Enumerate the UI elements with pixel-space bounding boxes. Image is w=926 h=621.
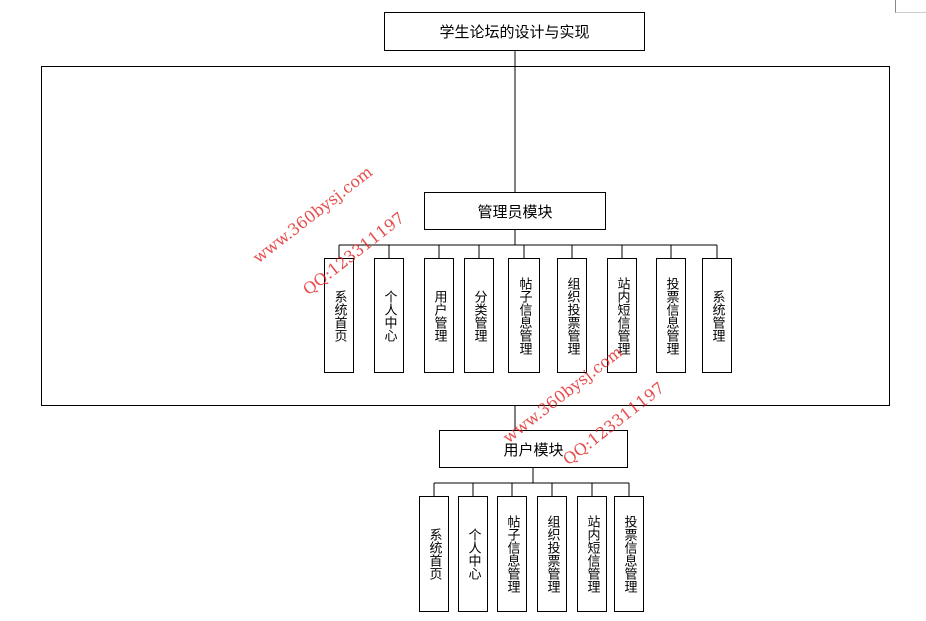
user-child-label: 帖子信息管理	[504, 515, 520, 593]
user-child-label: 投票信息管理	[621, 515, 637, 593]
user-child-label: 系统首页	[426, 528, 442, 580]
admin-child-5: 帖子信息管理	[508, 258, 540, 373]
admin-child-label: 投票信息管理	[663, 276, 679, 355]
admin-frame	[41, 66, 890, 406]
admin-child-label: 帖子信息管理	[516, 276, 532, 355]
admin-child-6: 组织投票管理	[557, 258, 587, 373]
user-child-2: 个人中心	[458, 496, 488, 612]
user-child-6: 投票信息管理	[614, 496, 644, 612]
admin-child-3: 用户管理	[424, 258, 454, 373]
user-child-5: 站内短信管理	[577, 496, 607, 612]
user-child-label: 站内短信管理	[584, 515, 600, 593]
admin-child-label: 站内短信管理	[614, 276, 630, 355]
admin-child-4: 分类管理	[464, 258, 494, 373]
admin-child-1: 系统首页	[324, 258, 354, 373]
window-corner	[895, 0, 926, 13]
admin-child-label: 分类管理	[471, 289, 487, 342]
root-node: 学生论坛的设计与实现	[384, 12, 645, 51]
root-label: 学生论坛的设计与实现	[439, 23, 590, 41]
admin-child-label: 系统管理	[709, 289, 725, 342]
user-child-1: 系统首页	[419, 496, 449, 612]
admin-child-2: 个人中心	[374, 258, 404, 373]
user-child-4: 组织投票管理	[537, 496, 567, 612]
admin-child-8: 投票信息管理	[656, 258, 686, 373]
admin-child-9: 系统管理	[702, 258, 732, 373]
admin-module-node: 管理员模块	[424, 192, 606, 230]
user-child-label: 个人中心	[465, 528, 481, 580]
user-child-label: 组织投票管理	[544, 515, 560, 593]
admin-child-7: 站内短信管理	[607, 258, 637, 373]
admin-child-label: 系统首页	[331, 289, 347, 342]
user-module-node: 用户模块	[439, 430, 628, 468]
admin-child-label: 组织投票管理	[564, 276, 580, 355]
admin-module-label: 管理员模块	[477, 202, 553, 221]
user-module-label: 用户模块	[503, 440, 564, 459]
user-child-3: 帖子信息管理	[497, 496, 527, 612]
admin-child-label: 用户管理	[431, 289, 447, 342]
admin-child-label: 个人中心	[381, 289, 397, 342]
